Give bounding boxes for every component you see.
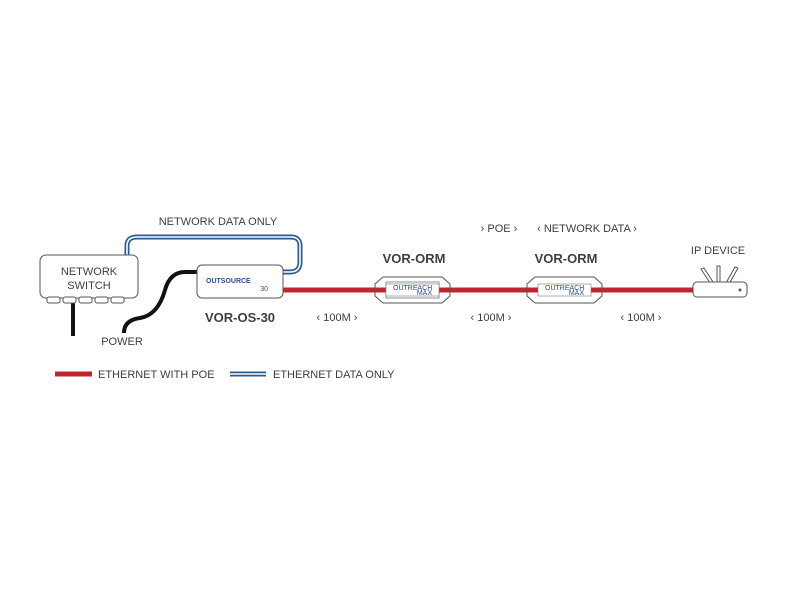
distance-label-3: ‹ 100M › bbox=[621, 312, 662, 324]
outsource-30-injector: OUTSOURCE 30 bbox=[196, 264, 284, 299]
network-switch: NETWORK SWITCH bbox=[39, 254, 139, 336]
vor-orm-label-1: VOR-ORM bbox=[383, 251, 446, 266]
outreach-brand: OUTREACH bbox=[545, 285, 584, 292]
legend: ETHERNET WITH POE ETHERNET DATA ONLY bbox=[55, 369, 395, 381]
distance-label-1: ‹ 100M › bbox=[317, 312, 358, 324]
ip-device bbox=[692, 265, 748, 298]
legend-poe-label: ETHERNET WITH POE bbox=[98, 369, 215, 381]
power-label: POWER bbox=[101, 336, 143, 348]
outsource-brand: OUTSOURCE bbox=[206, 278, 251, 285]
outsource-brand-number: 30 bbox=[260, 286, 268, 293]
legend-data-label: ETHERNET DATA ONLY bbox=[273, 369, 395, 381]
power-cable bbox=[122, 270, 197, 334]
network-switch-label: NETWORK bbox=[61, 266, 118, 278]
ip-device-label: IP DEVICE bbox=[691, 245, 745, 257]
network-data-only-label: NETWORK DATA ONLY bbox=[159, 216, 278, 228]
network-data-direction-label: ‹ NETWORK DATA › bbox=[537, 223, 637, 235]
vor-orm-label-2: VOR-ORM bbox=[535, 251, 598, 266]
outreach-max: MAX bbox=[417, 290, 433, 297]
outreach-max: MAX bbox=[569, 290, 585, 297]
vor-os-30-label: VOR-OS-30 bbox=[205, 310, 275, 325]
network-switch-label-2: SWITCH bbox=[67, 280, 110, 292]
outreach-brand: OUTREACH bbox=[393, 285, 432, 292]
data-only-cable bbox=[124, 234, 303, 275]
poe-direction-label: › POE › bbox=[481, 223, 518, 235]
vor-orm-extender-1: OUTREACH MAX bbox=[374, 276, 451, 304]
vor-orm-extender-2: OUTREACH MAX bbox=[526, 276, 603, 304]
distance-label-2: ‹ 100M › bbox=[471, 312, 512, 324]
